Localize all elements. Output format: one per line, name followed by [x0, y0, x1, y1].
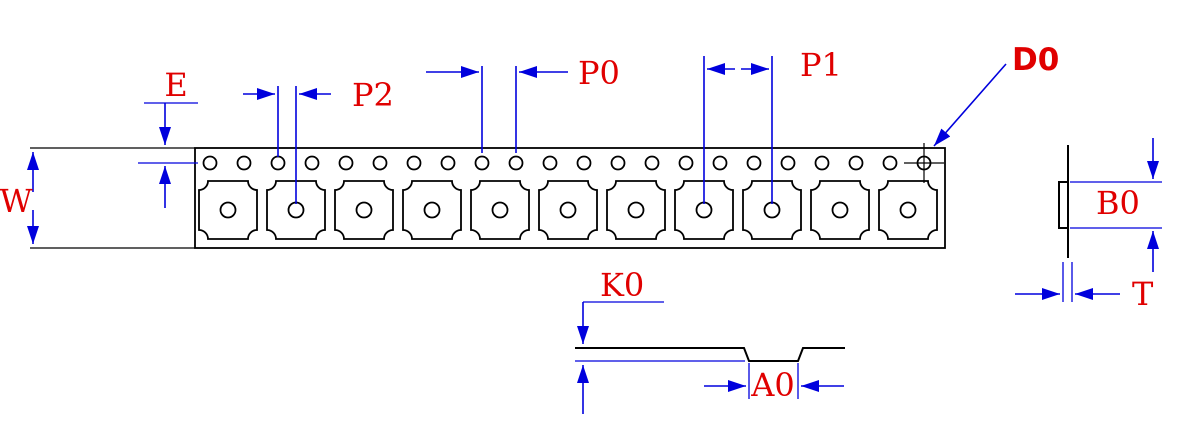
- sprocket-hole: [644, 155, 660, 171]
- dimension-t: T: [1015, 262, 1154, 313]
- sprocket-hole-row: [202, 155, 932, 171]
- dimension-e: E: [138, 66, 198, 208]
- d0-leader-line: [933, 63, 1007, 147]
- sprocket-hole: [542, 155, 558, 171]
- pocket-center-hole: [219, 201, 237, 219]
- sprocket-hole: [746, 155, 762, 171]
- pocket-center-hole: [287, 201, 305, 219]
- p2-label: P2: [352, 76, 394, 114]
- p1-label: P1: [800, 46, 842, 84]
- pocket-center-hole: [491, 201, 509, 219]
- tape-section-view: [575, 347, 845, 362]
- sprocket-hole: [848, 155, 864, 171]
- sprocket-hole: [576, 155, 592, 171]
- dimension-a0: A0: [704, 363, 844, 404]
- sprocket-hole: [882, 155, 898, 171]
- sprocket-hole: [780, 155, 796, 171]
- pocket-center-hole: [695, 201, 713, 219]
- pocket-center-hole: [899, 201, 917, 219]
- sprocket-hole: [338, 155, 354, 171]
- sprocket-hole: [474, 155, 490, 171]
- dimension-w: W: [0, 152, 39, 244]
- pocket-center-hole: [355, 201, 373, 219]
- dimension-d0: D0: [933, 42, 1059, 147]
- sprocket-hole: [508, 155, 524, 171]
- tape-top-view: [30, 143, 946, 249]
- a0-label: A0: [750, 366, 794, 404]
- sprocket-hole: [236, 155, 252, 171]
- end-view-pocket-bump: [1058, 181, 1068, 229]
- sprocket-hole: [270, 155, 286, 171]
- pocket-center-hole: [763, 201, 781, 219]
- pocket-center-hole: [831, 201, 849, 219]
- pocket-center-hole: [423, 201, 441, 219]
- sprocket-hole: [202, 155, 218, 171]
- sprocket-hole: [372, 155, 388, 171]
- w-label: W: [0, 182, 33, 220]
- sprocket-hole: [304, 155, 320, 171]
- k0-label: K0: [600, 266, 644, 304]
- pocket-row: [198, 180, 938, 240]
- t-label: T: [1132, 275, 1154, 313]
- sprocket-hole: [440, 155, 456, 171]
- section-profile: [575, 347, 845, 362]
- tape-outline: [194, 147, 946, 249]
- d0-label: D0: [1012, 42, 1059, 78]
- sprocket-hole: [406, 155, 422, 171]
- dimension-b0: B0: [1070, 138, 1162, 272]
- b0-label: B0: [1096, 184, 1140, 222]
- dimension-k0: K0: [575, 266, 745, 414]
- sprocket-hole: [814, 155, 830, 171]
- dimension-p1: P1: [703, 46, 842, 204]
- p0-label: P0: [578, 54, 620, 92]
- tape-end-view: [1058, 145, 1069, 258]
- pocket-center-hole: [627, 201, 645, 219]
- sprocket-hole: [610, 155, 626, 171]
- pocket-center-hole: [559, 201, 577, 219]
- e-label: E: [164, 66, 187, 104]
- sprocket-hole: [712, 155, 728, 171]
- sprocket-hole: [678, 155, 694, 171]
- dimension-p0: P0: [426, 54, 620, 153]
- dimension-p2: P2: [243, 76, 394, 204]
